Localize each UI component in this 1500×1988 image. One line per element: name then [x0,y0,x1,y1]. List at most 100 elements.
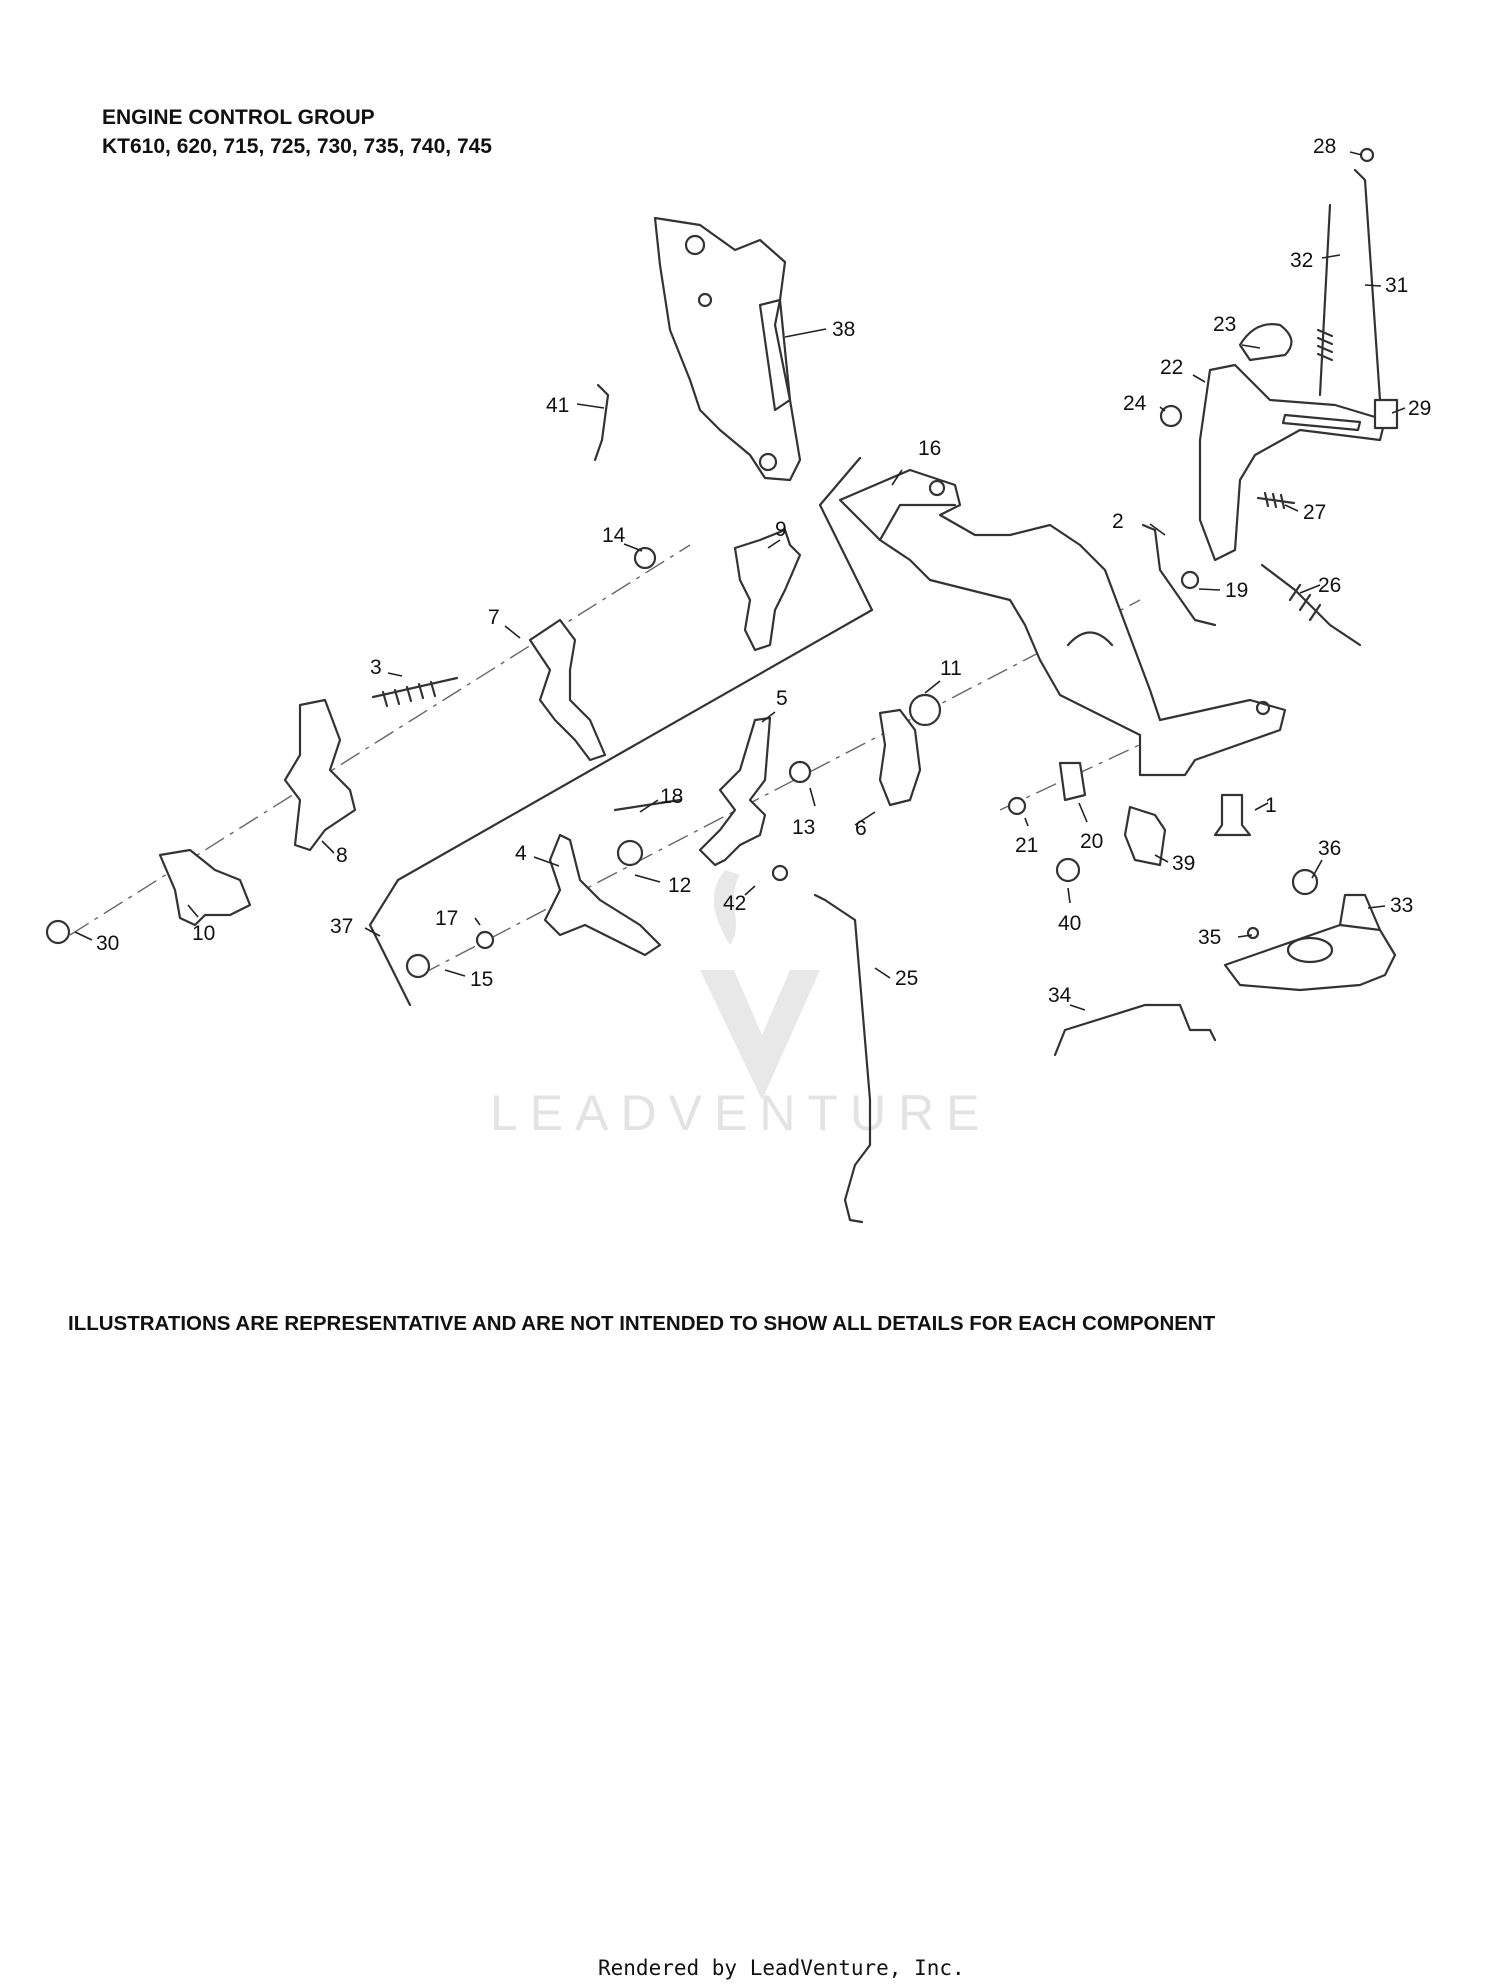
part-16-slot [1066,631,1114,647]
callout-15: 15 [470,968,493,991]
callout-24: 24 [1123,392,1147,415]
callout-28: 28 [1313,135,1336,158]
part-25-rod [813,893,872,1224]
part-5-lever [698,716,772,867]
part-12-washer [616,839,644,867]
model-list: KT610, 620, 715, 725, 730, 735, 740, 745 [102,135,492,158]
watermark-text: LEADVENTURE [490,1085,992,1141]
callout-33: 33 [1390,894,1413,917]
part-38-bracket [653,216,802,482]
part-38-hole [684,234,706,256]
part-28-screw [1359,147,1375,163]
callout-25: 25 [895,967,918,990]
callout-31: 31 [1385,274,1408,297]
callout-26: 26 [1318,574,1341,597]
callout-3: 3 [370,656,382,679]
part-32-coil [1316,328,1334,362]
callout-1: 1 [1265,794,1277,817]
part-9-lever [733,528,802,652]
diagram-title: ENGINE CONTROL GROUP [102,106,375,129]
assembly-boundary-line [368,456,874,1007]
callout-18: 18 [660,785,683,808]
callout-5: 5 [776,687,788,710]
part-29-clip [1373,398,1399,430]
part-3-spring [371,676,459,708]
callout-17: 17 [435,907,458,930]
callout-6: 6 [855,817,867,840]
callout-37: 37 [330,915,353,938]
part-30-bolt [45,919,71,945]
part-33-mounting-plate [1223,923,1397,992]
callout-21: 21 [1015,834,1038,857]
part-36-nut [1291,868,1319,896]
callout-20: 20 [1080,830,1103,853]
part-13-washer [788,760,812,784]
callout-30: 30 [96,932,119,955]
part-16-hole [928,479,946,497]
part-10-plate [158,848,252,927]
callout-12: 12 [668,874,691,897]
part-23-knob [1238,323,1293,362]
part-22-throttle-bracket [1198,363,1387,562]
part-15-bolt [405,953,431,979]
callout-13: 13 [792,816,815,839]
part-24-nut [1159,404,1183,428]
part-32-spring [1318,203,1332,397]
callout-16: 16 [918,437,941,460]
centerline-lower [419,599,1141,976]
leader-lines [74,151,1406,1011]
part-40-bolt [1055,857,1081,883]
part-19-washer [1180,570,1200,590]
part-34-rod [1053,1003,1217,1057]
part-16-fold [878,503,957,542]
callout-41: 41 [546,394,569,417]
part-22-slot [1281,413,1362,432]
part-16-hole [1255,700,1271,716]
part-2-spring [1141,523,1217,627]
part-8-lever [283,698,357,852]
callout-32: 32 [1290,249,1313,272]
callout-10: 10 [192,922,215,945]
part-38-hole [697,292,713,308]
callout-40: 40 [1058,912,1081,935]
part-17-washer [475,930,495,950]
part-42-nut [771,864,789,882]
callouts: 1 2 3 4 5 6 7 8 9 10 11 12 13 14 15 16 1… [96,135,1431,1007]
callout-36: 36 [1318,837,1341,860]
part-27-spring [1256,491,1296,510]
footer-credit: Rendered by LeadVenture, Inc. [598,1956,965,1980]
callout-38: 38 [832,318,855,341]
part-20-clip [1058,761,1087,802]
disclaimer-text: ILLUSTRATIONS ARE REPRESENTATIVE AND ARE… [68,1312,1216,1335]
part-14-bolt [633,546,657,570]
callout-27: 27 [1303,501,1326,524]
part-26-spring [1260,563,1362,647]
callout-35: 35 [1198,926,1221,949]
callout-23: 23 [1213,313,1236,336]
part-39-clip [1123,805,1167,867]
callout-4: 4 [515,842,527,865]
callout-19: 19 [1225,579,1248,602]
callout-39: 39 [1172,852,1195,875]
part-6-plate [878,708,922,807]
callout-2: 2 [1112,510,1124,533]
part-7-lever [528,618,607,762]
part-41-spring [593,383,610,462]
part-31-rod [1353,168,1382,412]
callout-9: 9 [775,518,787,541]
callout-42: 42 [723,892,746,915]
callout-7: 7 [488,606,500,629]
part-38-hole [758,452,778,472]
part-1-bolt [1213,793,1252,837]
callout-22: 22 [1160,356,1183,379]
callout-14: 14 [602,524,626,547]
watermark: LEADVENTURE [490,870,992,1141]
part-21-screw [1007,796,1027,816]
part-18-pin [613,798,682,812]
part-38-flange [758,298,792,412]
part-11-washer [908,693,942,727]
callout-8: 8 [336,844,348,867]
part-16-main-bracket [838,468,1287,777]
callout-29: 29 [1408,397,1431,420]
